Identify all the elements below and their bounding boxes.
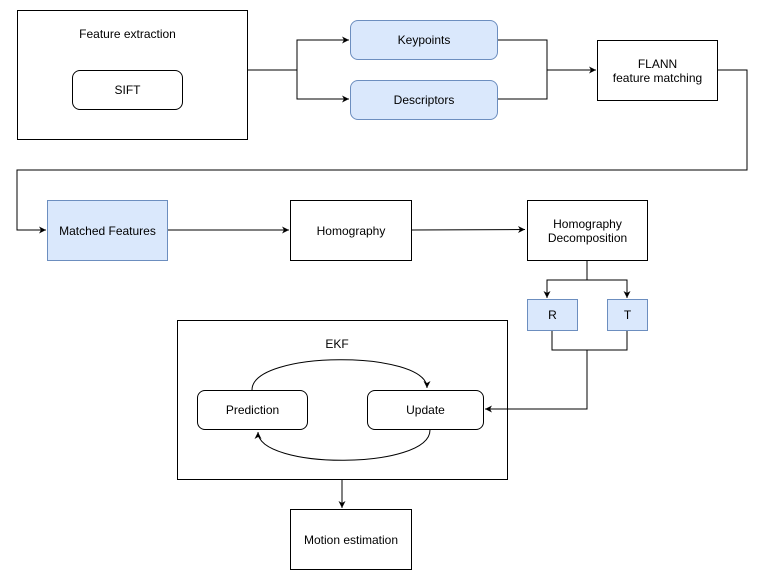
- edge-decomposition-to-r: [543, 260, 588, 298]
- prediction-node[interactable]: Prediction: [197, 390, 308, 430]
- ekf-title: EKF: [325, 337, 349, 351]
- t-node[interactable]: T: [607, 299, 648, 331]
- edge-extraction-to-keypoints: [247, 36, 349, 71]
- matched-features-node[interactable]: Matched Features: [47, 200, 168, 261]
- homography-decomposition-node[interactable]: Homography Decomposition: [527, 200, 648, 261]
- motion-estimation-node[interactable]: Motion estimation: [290, 509, 412, 570]
- keypoints-node[interactable]: Keypoints: [350, 20, 498, 60]
- edge-descriptors-to-flann: [497, 70, 548, 100]
- edge-rt-to-update: [485, 350, 588, 413]
- sift-node[interactable]: SIFT: [72, 70, 183, 110]
- edge-extraction-to-descriptors: [296, 70, 349, 103]
- r-node[interactable]: R: [527, 299, 578, 331]
- flann-node[interactable]: FLANN feature matching: [597, 40, 718, 101]
- edge-r-t-merge: [551, 330, 628, 351]
- edge-prediction-to-update: [251, 359, 431, 391]
- edge-decomposition-to-t: [587, 279, 631, 298]
- descriptors-node[interactable]: Descriptors: [350, 80, 498, 120]
- edge-update-to-prediction: [254, 429, 431, 461]
- update-node[interactable]: Update: [367, 390, 484, 430]
- homography-node[interactable]: Homography: [290, 200, 412, 261]
- ekf-group: [177, 320, 508, 480]
- edge-keypoints-to-flann: [497, 39, 596, 74]
- edge-homography-to-decomposition: [410, 226, 526, 234]
- edge-flann-to-matched: [16, 69, 748, 234]
- feature-extraction-title: Feature extraction: [79, 27, 176, 41]
